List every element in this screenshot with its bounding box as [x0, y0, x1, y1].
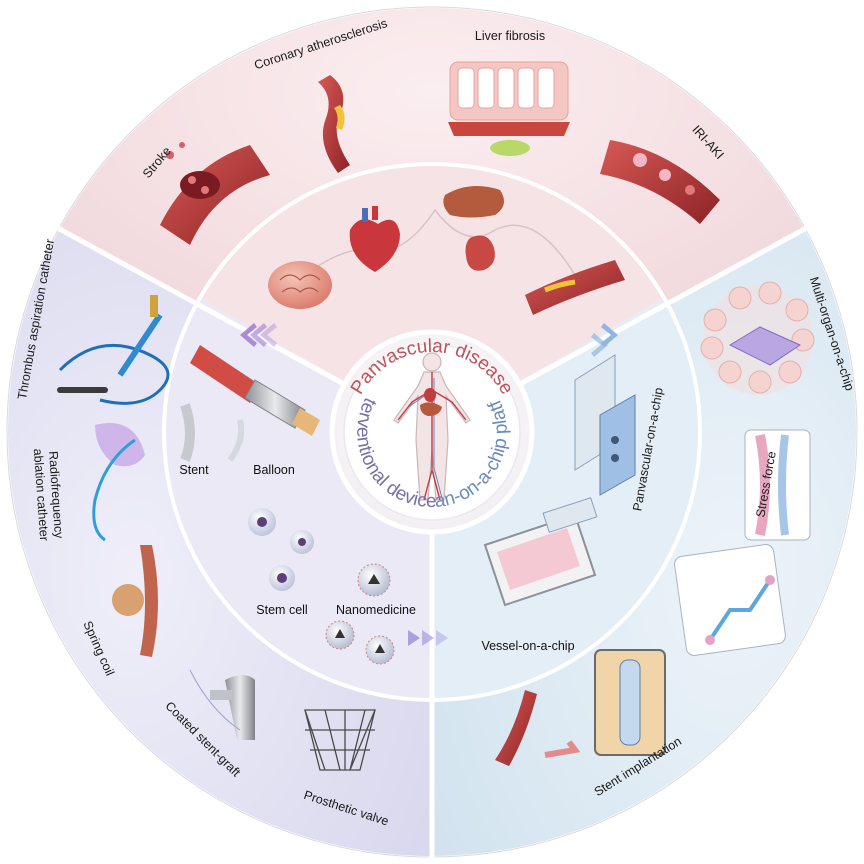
- multi-organ-chip-illustration: [700, 281, 815, 395]
- label-ablation-catheter: ablation catheter: [31, 448, 51, 541]
- prosthetic-valve-illustration: [304, 709, 376, 771]
- label-nanomedicine: Nanomedicine: [336, 603, 416, 617]
- liver-fibrosis-illustration: [448, 61, 570, 156]
- stroke-vessel-illustration: [160, 142, 270, 245]
- iri-aki-vessel-illustration: [600, 140, 720, 224]
- liver-icon: [420, 402, 442, 416]
- label-balloon: Balloon: [253, 463, 295, 477]
- vessel-chip-device-illustration: [674, 544, 786, 656]
- arrow-to-chips: [408, 630, 448, 646]
- heart-icon: [424, 388, 436, 402]
- label-stent: Stent: [179, 463, 209, 477]
- radiofrequency-catheter-illustration: [92, 423, 145, 542]
- disease-inner-sector: [200, 164, 664, 432]
- nanomedicine-illustration: [325, 563, 395, 665]
- label-vessel-on-a-chip: Vessel-on-a-chip: [481, 639, 574, 653]
- stent-graft-illustration: [189, 669, 255, 740]
- heart-organ-icon: [349, 206, 400, 272]
- stem-cells-illustration: [248, 508, 314, 591]
- label-stem-cell: Stem cell: [256, 603, 307, 617]
- stent-balloon-illustration: [180, 345, 320, 462]
- vessel-on-chip-illustration: [483, 497, 598, 607]
- panvascular-chip-illustration: [574, 354, 636, 496]
- label-radiofrequency: Radiofrequency: [46, 451, 66, 540]
- liver-organ-icon: [443, 186, 504, 218]
- arrow-to-devices: [240, 323, 277, 347]
- organs-network: [268, 186, 625, 315]
- center-hub: [329, 329, 535, 535]
- vascular-tree-icon: [397, 372, 467, 501]
- stress-force-illustration: [744, 429, 811, 541]
- stent-implantation-illustration: [495, 649, 666, 766]
- brain-icon: [268, 261, 332, 309]
- thrombus-catheter-illustration: [57, 295, 170, 405]
- arrow-to-disease: [591, 323, 618, 357]
- kidney-icon: [465, 235, 495, 271]
- coronary-vessel-illustration: [318, 75, 350, 173]
- blood-vessel-plaque-icon: [525, 260, 625, 315]
- label-liver-fibrosis: Liver fibrosis: [475, 29, 545, 43]
- spring-coil-illustration: [112, 545, 158, 657]
